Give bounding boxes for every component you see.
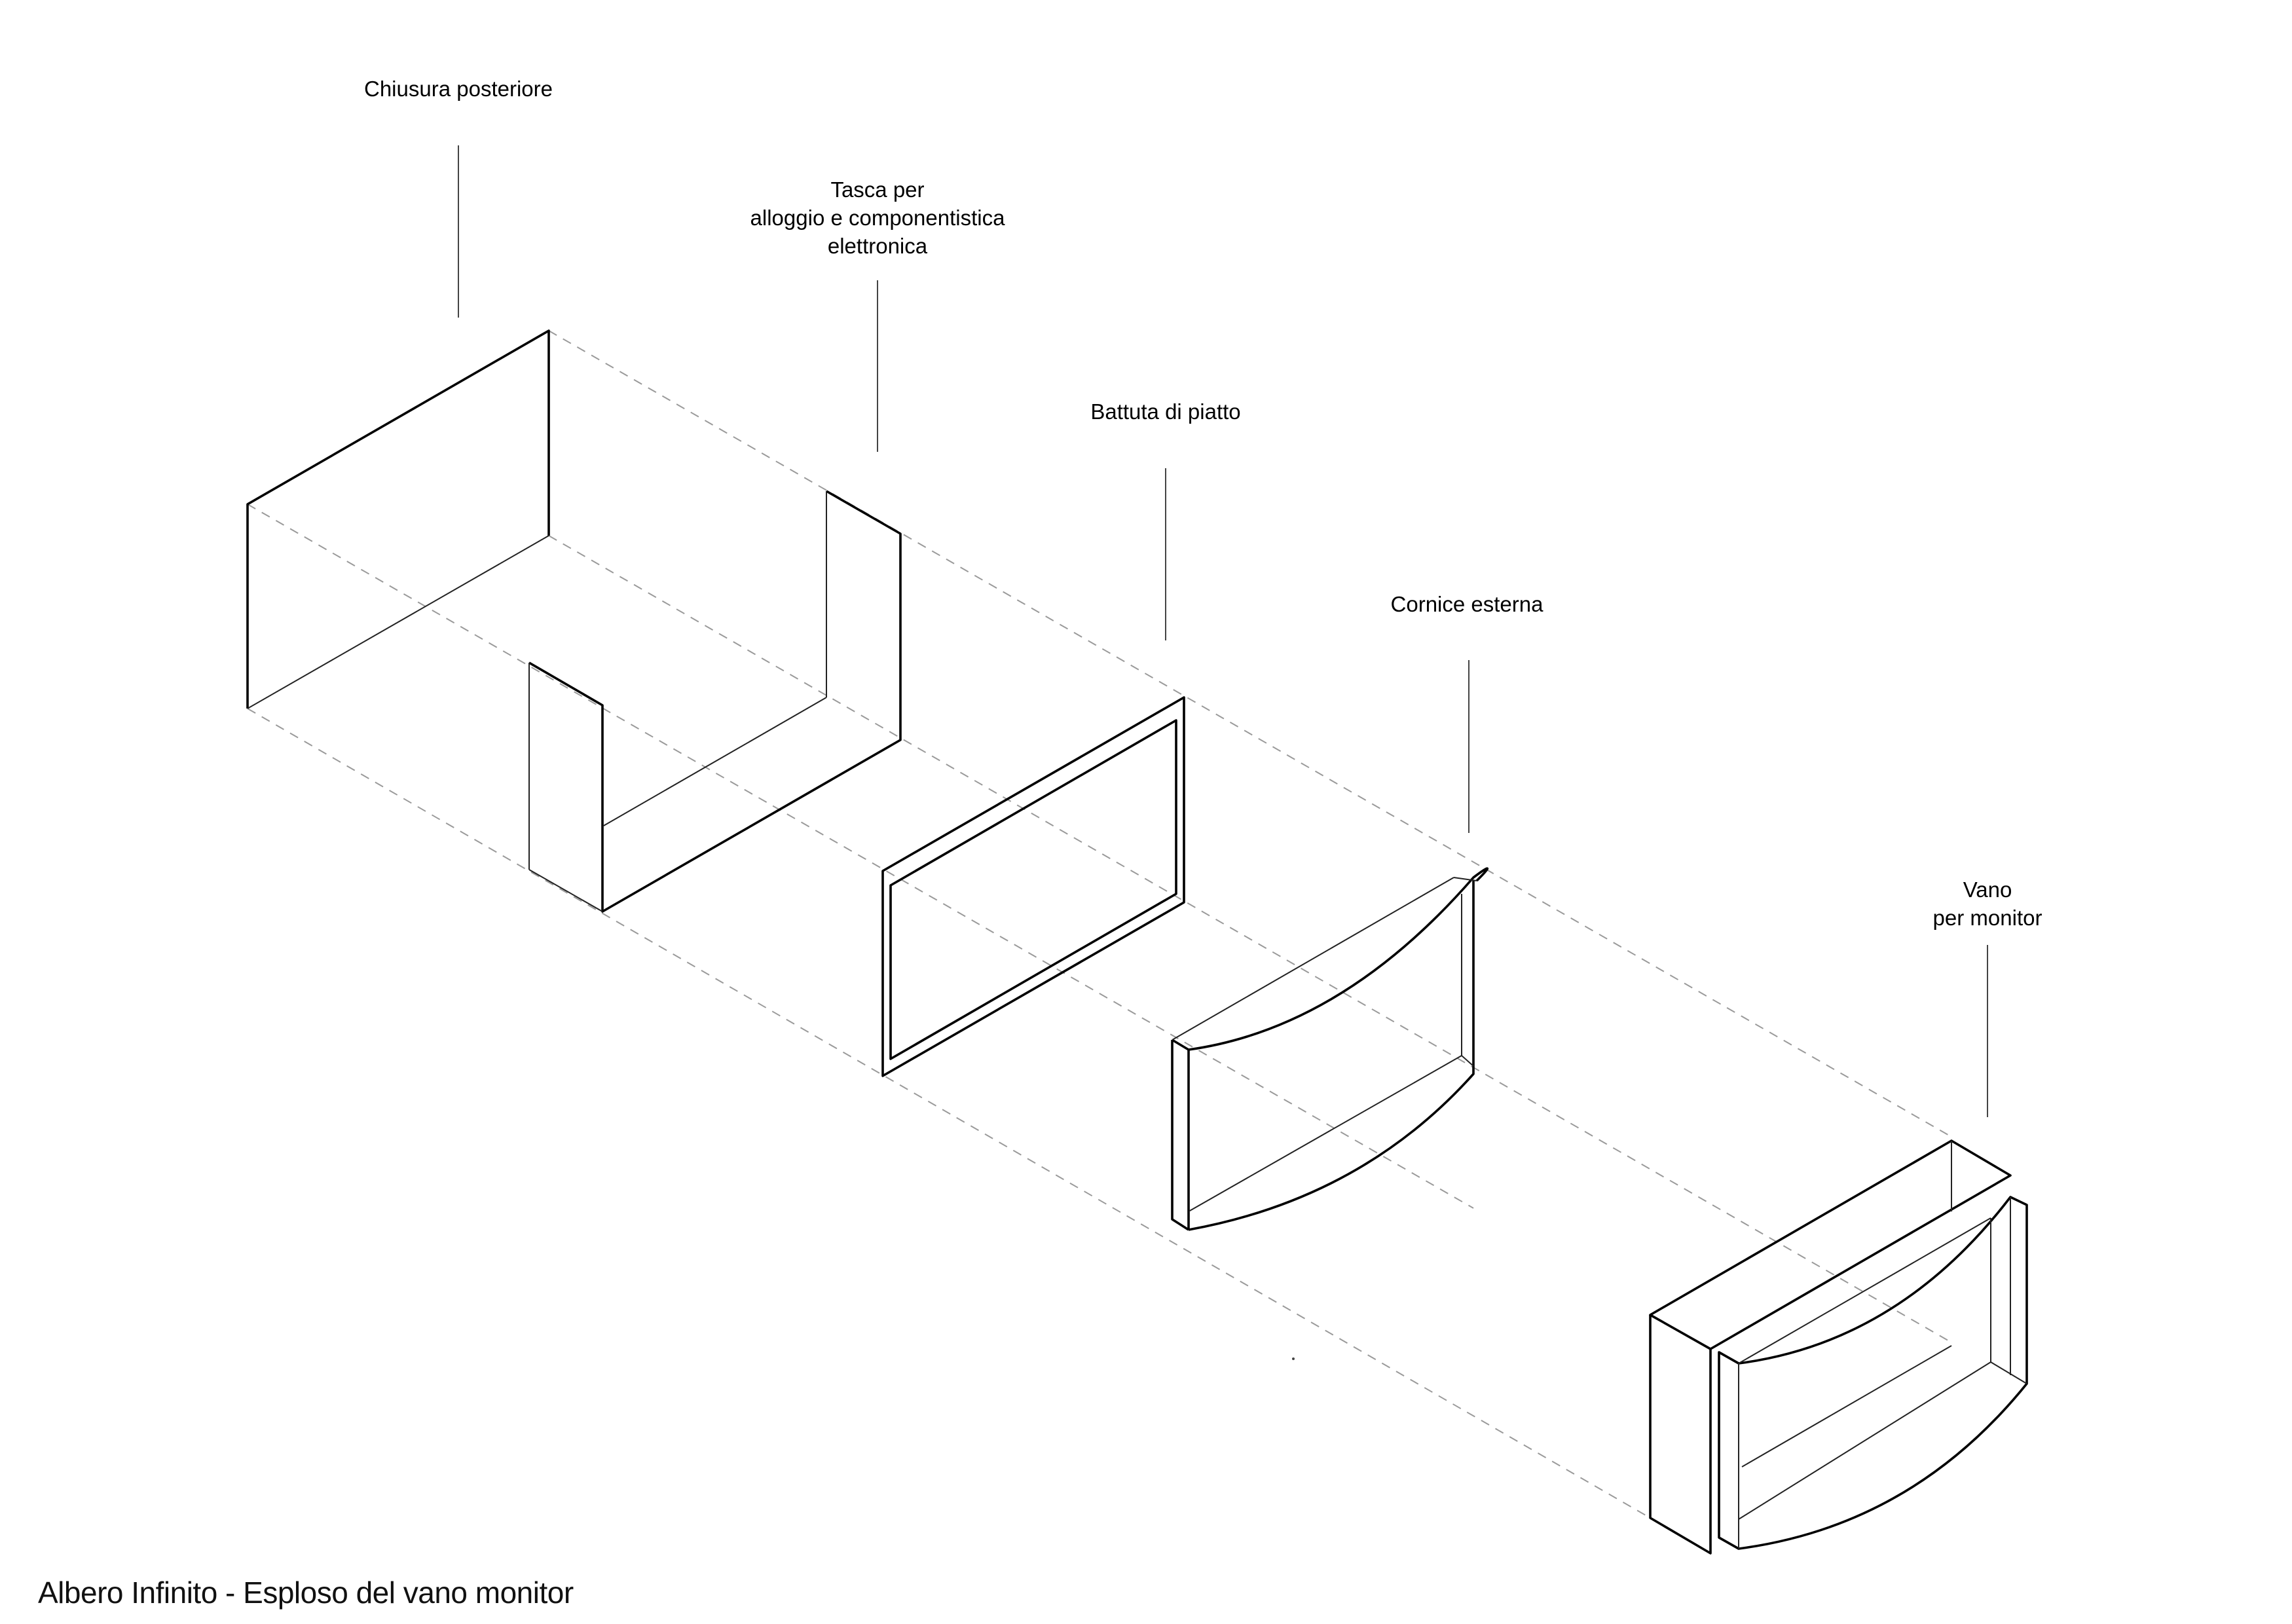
- label-battuta-di-piatto: Battuta di piatto: [1035, 397, 1297, 426]
- guide-lower-left: [247, 708, 1651, 1519]
- label-line: per monitor: [1932, 906, 2042, 930]
- label-cornice-esterna: Cornice esterna: [1336, 590, 1598, 618]
- label-line: Chiusura posteriore: [364, 77, 553, 101]
- diagram-caption: Albero Infinito - Esploso del vano monit…: [38, 1576, 574, 1610]
- label-line: Vano: [1963, 877, 2012, 902]
- guide-bottom: [548, 535, 1952, 1343]
- stray-dot: [1292, 1357, 1295, 1360]
- flat-rebate-frame: [881, 696, 1185, 1077]
- rear-cover-panel: [246, 329, 550, 709]
- label-line: Tasca per: [830, 177, 925, 202]
- label-line: Battuta di piatto: [1090, 399, 1241, 424]
- label-vano-per-monitor: Vano per monitor: [1857, 876, 2118, 932]
- outer-frame: [1171, 867, 1489, 1231]
- leader-lines: [458, 145, 1988, 1117]
- label-line: alloggio e componentistica: [750, 206, 1005, 230]
- label-line: Cornice esterna: [1390, 592, 1543, 616]
- monitor-housing: [1649, 1139, 2028, 1555]
- label-line: elettronica: [827, 234, 928, 258]
- guide-upper-left: [247, 504, 1474, 1209]
- alignment-guides: [247, 330, 1952, 1519]
- label-chiusura-posteriore: Chiusura posteriore: [327, 75, 589, 103]
- electronics-pocket: [528, 490, 902, 913]
- guide-top: [548, 330, 1952, 1137]
- label-tasca: Tasca per alloggio e componentistica ele…: [707, 175, 1048, 260]
